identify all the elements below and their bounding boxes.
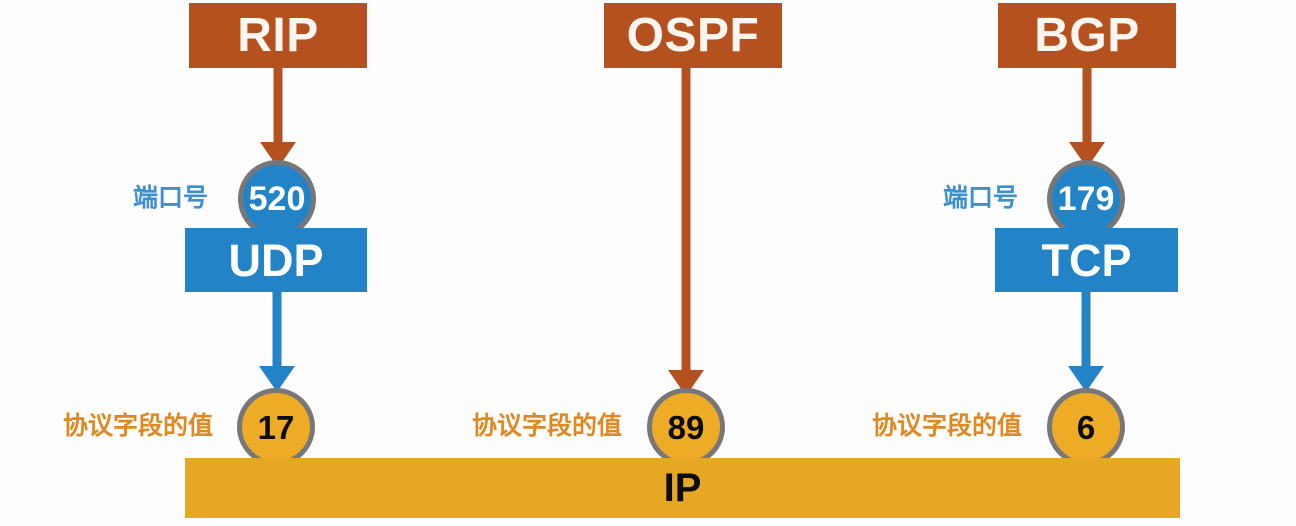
- arrow-ospf-to-proto-circle: [668, 66, 704, 396]
- label-port-number-rip: 端口号: [133, 184, 209, 212]
- circle-port-value-bgp-text: 179: [1057, 180, 1115, 218]
- label-proto-field-rip: 协议字段的值: [63, 412, 214, 440]
- circle-proto-value-bgp: 6: [1047, 388, 1125, 466]
- circle-port-value-rip-text: 520: [248, 180, 306, 218]
- circle-proto-value-rip-text: 17: [257, 408, 295, 446]
- circle-port-value-rip: 520: [238, 160, 316, 238]
- label-proto-field-bgp: 协议字段的值: [872, 412, 1023, 440]
- network-layer-bar-ip-label: IP: [663, 466, 702, 510]
- protocol-box-ospf-label: OSPF: [626, 8, 760, 62]
- transport-box-tcp: TCP: [995, 228, 1178, 292]
- circle-proto-value-ospf-text: 89: [667, 408, 705, 446]
- circle-proto-value-ospf: 89: [647, 388, 725, 466]
- label-proto-field-ospf: 协议字段的值: [472, 412, 623, 440]
- circle-proto-value-bgp-text: 6: [1076, 408, 1096, 446]
- protocol-box-bgp-label: BGP: [1034, 8, 1140, 62]
- label-port-number-bgp: 端口号: [943, 184, 1019, 212]
- arrow-tcp-to-proto-circle: [1068, 290, 1104, 392]
- transport-box-udp-label: UDP: [228, 234, 324, 286]
- transport-box-udp: UDP: [185, 228, 367, 292]
- circle-port-value-bgp: 179: [1047, 160, 1125, 238]
- arrow-udp-to-proto-circle: [259, 290, 295, 392]
- protocol-box-bgp: BGP: [998, 3, 1176, 68]
- network-layer-bar-ip: IP: [185, 458, 1180, 518]
- protocol-box-rip-label: RIP: [237, 8, 319, 62]
- protocol-box-ospf: OSPF: [604, 3, 782, 68]
- arrow-rip-to-port-circle: [260, 66, 296, 168]
- arrow-bgp-to-port-circle: [1069, 66, 1105, 168]
- protocol-box-rip: RIP: [189, 3, 367, 68]
- circle-proto-value-rip: 17: [237, 388, 315, 466]
- transport-box-tcp-label: TCP: [1041, 234, 1132, 286]
